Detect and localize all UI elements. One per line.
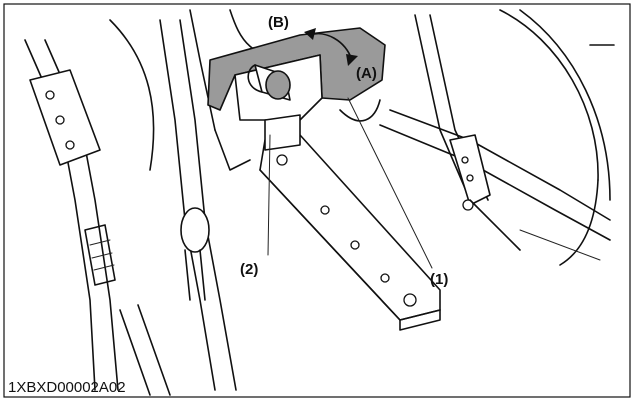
leader-line-2 — [267, 134, 271, 256]
arrow-head-a — [346, 54, 358, 66]
rear-tire — [499, 9, 615, 266]
arrow-head-b — [304, 28, 316, 40]
label-2: (2) — [240, 261, 259, 278]
figure-code: 1XBXD00002A02 — [8, 379, 126, 396]
drawbar — [259, 114, 441, 331]
label-1: (1) — [430, 271, 449, 288]
pto-shaft — [247, 64, 291, 101]
right-linkage — [339, 14, 611, 251]
figure-frame — [3, 3, 631, 398]
leader-line-1 — [347, 97, 433, 269]
label-a: (A) — [356, 65, 377, 82]
label-b: (B) — [268, 14, 289, 31]
left-lift-link — [24, 39, 171, 396]
rotation-arrow — [304, 28, 358, 66]
left-lower-link — [159, 19, 237, 391]
